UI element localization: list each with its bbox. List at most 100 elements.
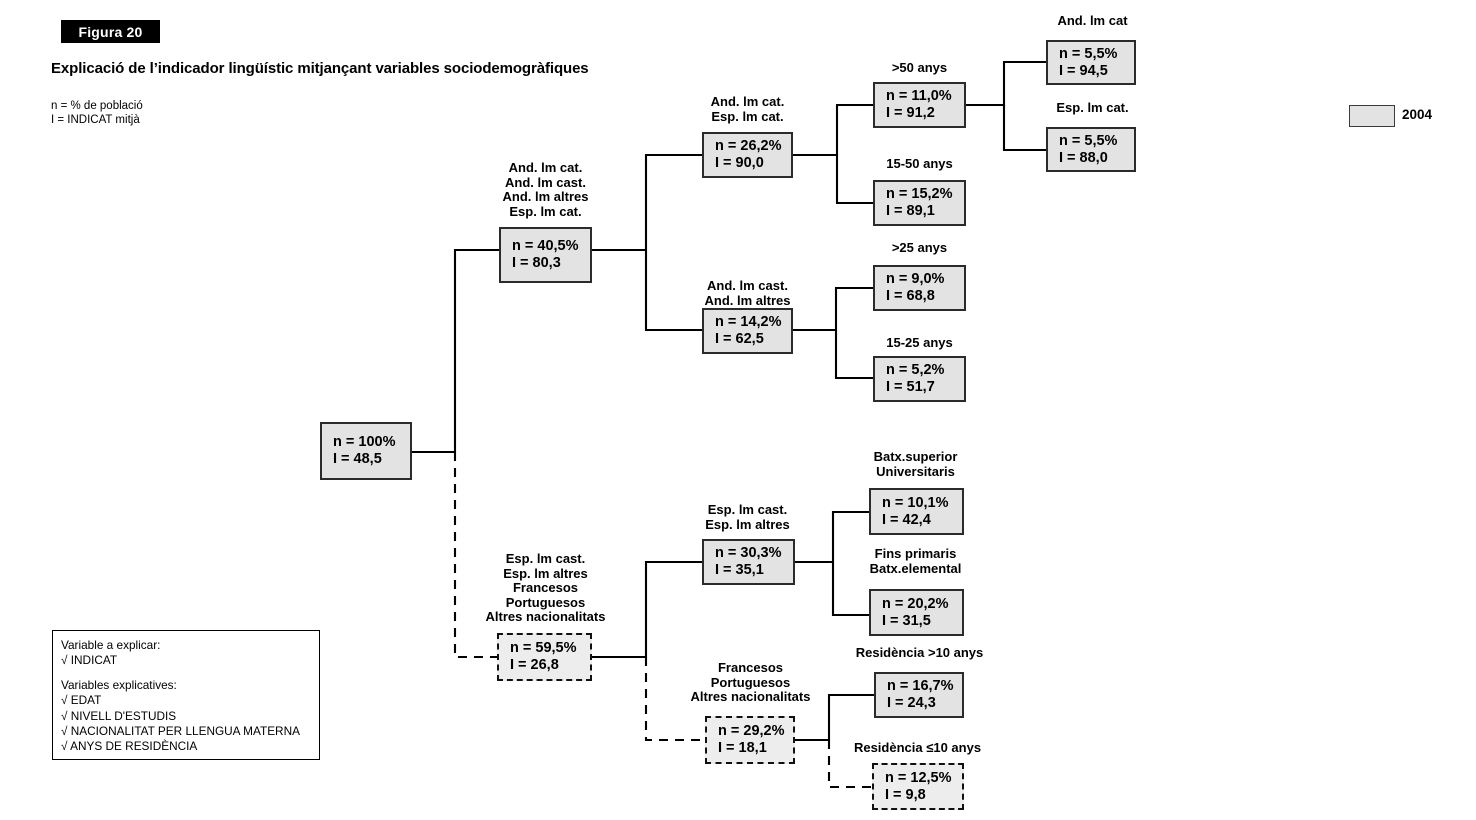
node-root[interactable]: n = 100% I = 48,5: [320, 422, 412, 480]
legend-n-meaning: n = % de població: [51, 100, 143, 112]
node-b1a-i: I = 42,4: [882, 511, 931, 528]
node-a1b-i: I = 89,1: [886, 203, 935, 219]
node-b2a-n: n = 16,7%: [887, 678, 954, 694]
node-a2-n: n = 14,2%: [715, 314, 782, 330]
legend-i-meaning: I = INDICAT mitjà: [51, 114, 140, 126]
node-a2b-i: I = 51,7: [886, 379, 935, 395]
node-a-i: I = 80,3: [512, 255, 561, 271]
node-a1a-label: >50 anys: [891, 60, 948, 75]
node-a1-n: n = 26,2%: [715, 138, 782, 154]
node-a1a1-i: I = 94,5: [1059, 62, 1108, 79]
node-b2-n: n = 29,2%: [718, 723, 785, 739]
node-a2a-label: >25 anys: [891, 240, 948, 255]
node-a2a-i: I = 68,8: [886, 288, 935, 304]
node-b2-label-line-0: Francesos: [717, 660, 784, 675]
node-a1a2-i: I = 88,0: [1059, 149, 1108, 166]
node-root-i: I = 48,5: [333, 451, 382, 467]
node-b-i: I = 26,8: [510, 657, 559, 673]
node-b1a[interactable]: n = 10,1% I = 42,4: [869, 488, 964, 535]
node-a1b-label: 15-50 anys: [886, 156, 953, 171]
node-b-label-line-0: Esp. lm cast.: [505, 551, 586, 566]
node-b1b-label-line-1: Batx.elemental: [869, 560, 962, 576]
node-a2[interactable]: n = 14,2% I = 62,5: [702, 308, 793, 354]
node-b[interactable]: n = 59,5% I = 26,8: [497, 633, 592, 681]
variables-box-spacer: [61, 669, 311, 678]
variables-explanatory-item-1: √ NIVELL D'ESTUDIS: [61, 708, 177, 723]
node-a1a-i: I = 91,2: [886, 105, 935, 121]
node-a2-label-line-0: And. lm cast.: [707, 278, 788, 293]
node-b1-i: I = 35,1: [715, 562, 764, 578]
node-a2a[interactable]: n = 9,0% I = 68,8: [873, 265, 966, 311]
node-a1b-n: n = 15,2%: [886, 186, 953, 202]
variables-explanatory-item-0: √ EDAT: [61, 693, 102, 708]
node-b1b-label: Fins primaris Batx.elemental: [808, 546, 1023, 576]
node-b1a-label: Batx.superior Universitaris: [808, 449, 1023, 479]
node-a1-label-line-1: Esp. lm cat.: [711, 108, 784, 124]
node-a1b[interactable]: n = 15,2% I = 89,1: [873, 180, 966, 226]
variables-target-heading: Variable a explicar:: [61, 638, 161, 652]
node-a-n: n = 40,5%: [512, 238, 579, 254]
node-b1a-n: n = 10,1%: [882, 494, 949, 511]
figure-title: Explicació de l’indicador lingüístic mit…: [51, 60, 589, 77]
year-key-swatch: [1349, 105, 1395, 127]
node-b2b-n: n = 12,5%: [885, 769, 952, 786]
node-b1b-i: I = 31,5: [882, 612, 931, 629]
node-a-label: And. lm cat. And. lm cast. And. lm altre…: [438, 160, 653, 219]
node-b-label-line-3: Portuguesos: [505, 594, 586, 610]
node-b2a[interactable]: n = 16,7% I = 24,3: [874, 672, 964, 718]
node-b1b[interactable]: n = 20,2% I = 31,5: [869, 589, 964, 636]
node-b2[interactable]: n = 29,2% I = 18,1: [705, 716, 795, 764]
node-a1a2-n: n = 5,5%: [1059, 132, 1118, 149]
node-a1-label: And. lm cat. Esp. lm cat.: [640, 94, 855, 124]
variables-explanatory-item-3: √ ANYS DE RESIDÈNCIA: [61, 739, 198, 754]
node-a1a1-label: And. lm cat: [1057, 13, 1128, 28]
node-b1-label-line-1: Esp. lm altres: [705, 516, 790, 532]
node-a2-label-line-1: And. lm altres: [704, 292, 791, 308]
node-a[interactable]: n = 40,5% I = 80,3: [499, 227, 592, 283]
node-a1[interactable]: n = 26,2% I = 90,0: [702, 132, 793, 178]
node-b2-i: I = 18,1: [718, 740, 767, 756]
node-b2b-i: I = 9,8: [885, 786, 926, 803]
variables-box: Variable a explicar: √ INDICAT Variables…: [52, 630, 320, 760]
node-b-label: Esp. lm cast. Esp. lm altres Francesos P…: [438, 551, 653, 625]
node-b1a-label-line-1: Universitaris: [876, 463, 955, 479]
node-a2b[interactable]: n = 5,2% I = 51,7: [873, 356, 966, 402]
node-b2-label: Francesos Portuguesos Altres nacionalita…: [643, 660, 858, 705]
node-b2-label-line-2: Altres nacionalitats: [690, 689, 811, 705]
node-b-label-line-1: Esp. lm altres: [503, 565, 588, 581]
variables-explanatory-heading: Variables explicatives:: [61, 677, 177, 692]
node-a1a[interactable]: n = 11,0% I = 91,2: [873, 82, 966, 128]
year-key-label: 2004: [1402, 107, 1433, 122]
node-b1-label-line-0: Esp. lm cast.: [707, 502, 788, 517]
node-b2a-label: Residència >10 anys: [855, 645, 984, 660]
node-a1a2-label: Esp. lm cat.: [1056, 100, 1129, 115]
node-a2-label: And. lm cast. And. lm altres: [640, 278, 855, 308]
node-b2b[interactable]: n = 12,5% I = 9,8: [872, 763, 964, 810]
node-b1b-label-line-0: Fins primaris: [874, 546, 957, 561]
node-b1a-label-line-0: Batx.superior: [873, 449, 958, 464]
node-a1a2[interactable]: n = 5,5% I = 88,0: [1046, 127, 1136, 172]
node-a-label-line-3: Esp. lm cat.: [509, 203, 582, 219]
node-a-label-line-1: And. lm cast.: [505, 174, 586, 190]
node-a1-i: I = 90,0: [715, 155, 764, 171]
figure-legend-note: n = % de població I = INDICAT mitjà: [51, 99, 143, 127]
node-a2b-label: 15-25 anys: [886, 335, 953, 350]
node-a1-label-line-0: And. lm cat.: [710, 94, 785, 109]
node-b2-label-line-1: Portuguesos: [710, 674, 791, 690]
node-b1[interactable]: n = 30,3% I = 35,1: [702, 539, 795, 585]
node-a1a-n: n = 11,0%: [886, 88, 952, 104]
variables-target-item-0: √ INDICAT: [61, 653, 118, 668]
node-b2b-label: Residència ≤10 anys: [853, 740, 982, 755]
node-b1-n: n = 30,3%: [715, 545, 782, 561]
node-root-n: n = 100%: [333, 434, 396, 450]
node-b-label-line-4: Altres nacionalitats: [485, 609, 606, 625]
node-a2a-n: n = 9,0%: [886, 271, 945, 287]
node-a-label-line-2: And. lm altres: [502, 189, 589, 205]
node-a2-i: I = 62,5: [715, 331, 764, 347]
edge-root-a: [412, 248, 499, 454]
node-b2a-i: I = 24,3: [887, 695, 936, 711]
variables-explanatory-item-2: √ NACIONALITAT PER LLENGUA MATERNA: [61, 724, 300, 739]
figure-tag: Figura 20: [61, 20, 160, 43]
node-a1a1[interactable]: n = 5,5% I = 94,5: [1046, 40, 1136, 85]
node-b-n: n = 59,5%: [510, 640, 577, 656]
